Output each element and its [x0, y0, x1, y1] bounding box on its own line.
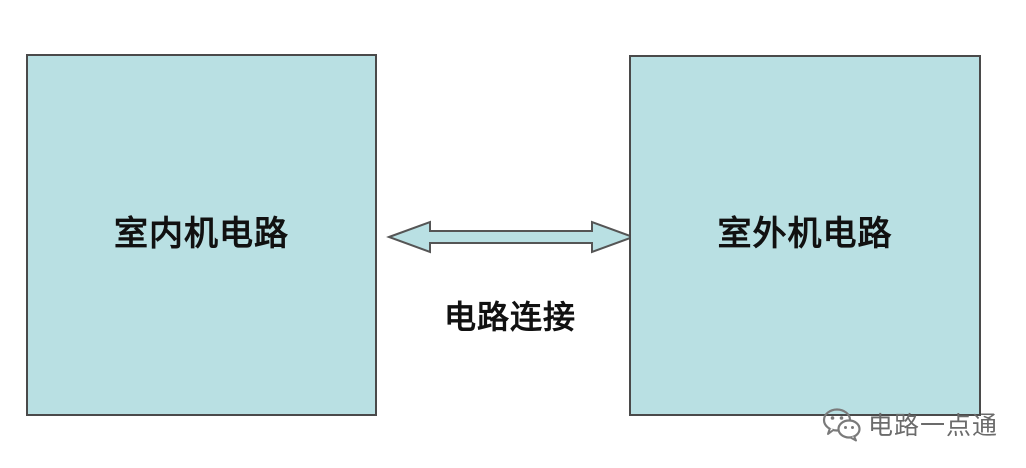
bidirectional-arrow: [386, 220, 636, 254]
outdoor-unit-circuit-box: 室外机电路: [629, 55, 981, 416]
bidirectional-arrow-shape: [386, 220, 636, 254]
indoor-unit-circuit-label: 室内机电路: [114, 213, 289, 254]
watermark-text: 电路一点通: [868, 411, 999, 440]
watermark: 电路一点通: [822, 404, 998, 444]
wechat-icon: [822, 408, 861, 442]
outdoor-unit-circuit-label: 室外机电路: [717, 214, 893, 254]
circuit-connection-label: 电路连接: [443, 298, 576, 336]
indoor-unit-circuit-box: 室内机电路: [26, 54, 377, 416]
